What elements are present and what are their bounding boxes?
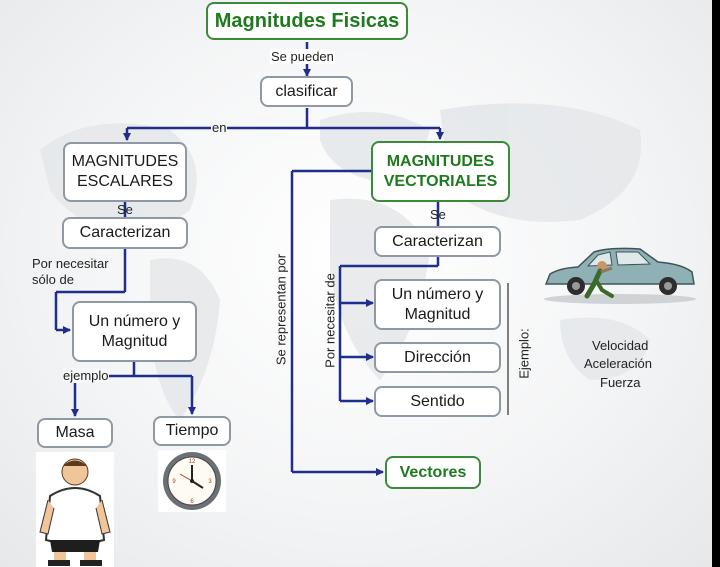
title-node: Magnitudes Fisicas xyxy=(206,2,408,40)
svg-text:3: 3 xyxy=(208,479,212,485)
example-velocidad: Velocidad xyxy=(592,338,649,353)
edge-label-por-necesitar-solo: Por necesitar sólo de xyxy=(32,256,109,288)
numero-magnitud-right-node: Un número y Magnitud xyxy=(374,279,501,330)
escalares-node: MAGNITUDES ESCALARES xyxy=(63,142,187,202)
edge-label-ejemplo-right: Ejemplo: xyxy=(516,328,532,379)
edge-label-se-pueden: Se pueden xyxy=(270,49,335,64)
edge-label-se-right: Se xyxy=(430,207,446,222)
masa-node: Masa xyxy=(37,418,113,448)
caracterizan-right-node: Caracterizan xyxy=(374,226,501,257)
example-fuerza: Fuerza xyxy=(600,375,641,390)
vectoriales-node: MAGNITUDES VECTORIALES xyxy=(371,141,510,202)
svg-text:12: 12 xyxy=(189,459,196,465)
direccion-node: Dirección xyxy=(374,342,501,373)
example-aceleracion: Aceleración xyxy=(584,356,652,371)
vectores-node: Vectores xyxy=(385,456,481,489)
caracterizan-left-node: Caracterizan xyxy=(62,217,188,249)
edge-label-por-necesitar-de: Por necesitar de xyxy=(322,273,338,368)
numero-magnitud-left-node: Un número y Magnitud xyxy=(72,301,197,362)
pushing-car-icon xyxy=(544,247,696,304)
svg-text:6: 6 xyxy=(190,499,194,505)
edge-label-ejemplo: ejemplo xyxy=(63,368,109,383)
tiempo-node: Tiempo xyxy=(153,416,231,446)
sentido-node: Sentido xyxy=(374,386,501,417)
screen-edge xyxy=(712,0,720,567)
clock-icon: 12 3 6 9 xyxy=(158,450,226,512)
edge-label-se-left: Se xyxy=(117,202,133,217)
edge-label-en: en xyxy=(211,120,228,135)
edge-label-se-representan-por: Se representan por xyxy=(273,253,289,366)
man-icon xyxy=(36,452,114,567)
clasificar-node: clasificar xyxy=(260,76,353,107)
svg-text:9: 9 xyxy=(172,479,176,485)
